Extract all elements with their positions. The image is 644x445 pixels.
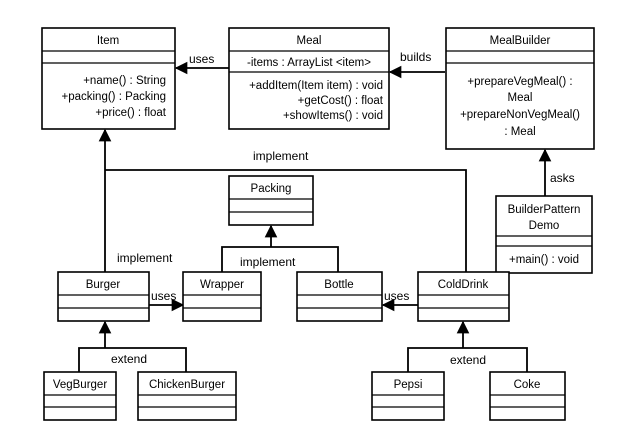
class-chickenburger: ChickenBurger (137, 371, 237, 421)
class-colddrink: ColdDrink (417, 271, 510, 322)
wrapper-class-name: Wrapper (200, 279, 244, 291)
meal-method-additem: +addItem(Item item) : void (249, 80, 383, 92)
item-method-price: +price() : float (95, 107, 166, 119)
bottle-class-name: Bottle (324, 279, 353, 291)
burger-class-name: Burger (86, 279, 121, 291)
colddrink-implements-item-line (105, 169, 467, 272)
mealbuilder-method-line2: Meal (508, 92, 533, 104)
pepsi-coke-extend-line (407, 347, 528, 372)
demo-method-main: +main() : void (509, 254, 579, 266)
meal-method-getcost: +getCost() : float (298, 95, 384, 107)
packing-class-name: Packing (251, 183, 292, 195)
class-meal: Meal -items : ArrayList <item> +addItem(… (228, 27, 390, 130)
mealbuilder-method-line3: +prepareNonVegMeal() (460, 109, 580, 121)
item-class-name: Item (97, 35, 119, 47)
label-uses-item: uses (189, 52, 214, 66)
label-builds: builds (400, 50, 431, 64)
demo-class-name-line1: BuilderPattern (508, 204, 581, 216)
class-mealbuilder: MealBuilder +prepareVegMeal() : Meal +pr… (445, 27, 595, 150)
coke-class-name: Coke (514, 379, 541, 391)
label-extend-colddrink: extend (450, 353, 486, 367)
class-packing: Packing (228, 175, 314, 226)
label-asks: asks (550, 171, 575, 185)
class-coke: Coke (489, 371, 566, 421)
class-pepsi: Pepsi (371, 371, 445, 421)
pepsi-class-name: Pepsi (394, 379, 423, 391)
meal-attribute-items: -items : ArrayList <item> (247, 57, 371, 69)
demo-class-name-line2: Demo (529, 220, 560, 232)
vegburger-chickenburger-extend-line (78, 347, 187, 372)
class-vegburger: VegBurger (43, 371, 117, 421)
vegburger-class-name: VegBurger (53, 379, 108, 391)
label-uses-bottle: uses (384, 289, 409, 303)
class-bottle: Bottle (296, 271, 383, 322)
relationship-labels: uses builds implement asks implement imp… (111, 50, 575, 367)
label-extend-burger: extend (111, 352, 147, 366)
label-implement-burger: implement (117, 251, 173, 265)
label-implement-item: implement (253, 149, 309, 163)
chickenburger-class-name: ChickenBurger (149, 379, 225, 391)
wrapper-bottle-implement-line (221, 246, 339, 272)
item-method-packing: +packing() : Packing (61, 91, 166, 103)
class-burger: Burger (57, 271, 150, 322)
meal-class-name: Meal (297, 35, 322, 47)
mealbuilder-method-line4: : Meal (504, 126, 535, 138)
colddrink-class-name: ColdDrink (438, 279, 489, 291)
item-method-name: +name() : String (83, 75, 166, 87)
connectors (78, 61, 552, 372)
mealbuilder-method-line1: +prepareVegMeal() : (467, 76, 572, 88)
class-item: Item +name() : String +packing() : Packi… (41, 27, 176, 130)
meal-method-showitems: +showItems() : void (283, 110, 383, 122)
label-implement-packing: implement (240, 255, 296, 269)
label-uses-wrapper: uses (151, 289, 176, 303)
mealbuilder-class-name: MealBuilder (490, 35, 551, 47)
class-builderpatterndemo: BuilderPattern Demo +main() : void (495, 195, 593, 274)
class-wrapper: Wrapper (182, 271, 262, 322)
